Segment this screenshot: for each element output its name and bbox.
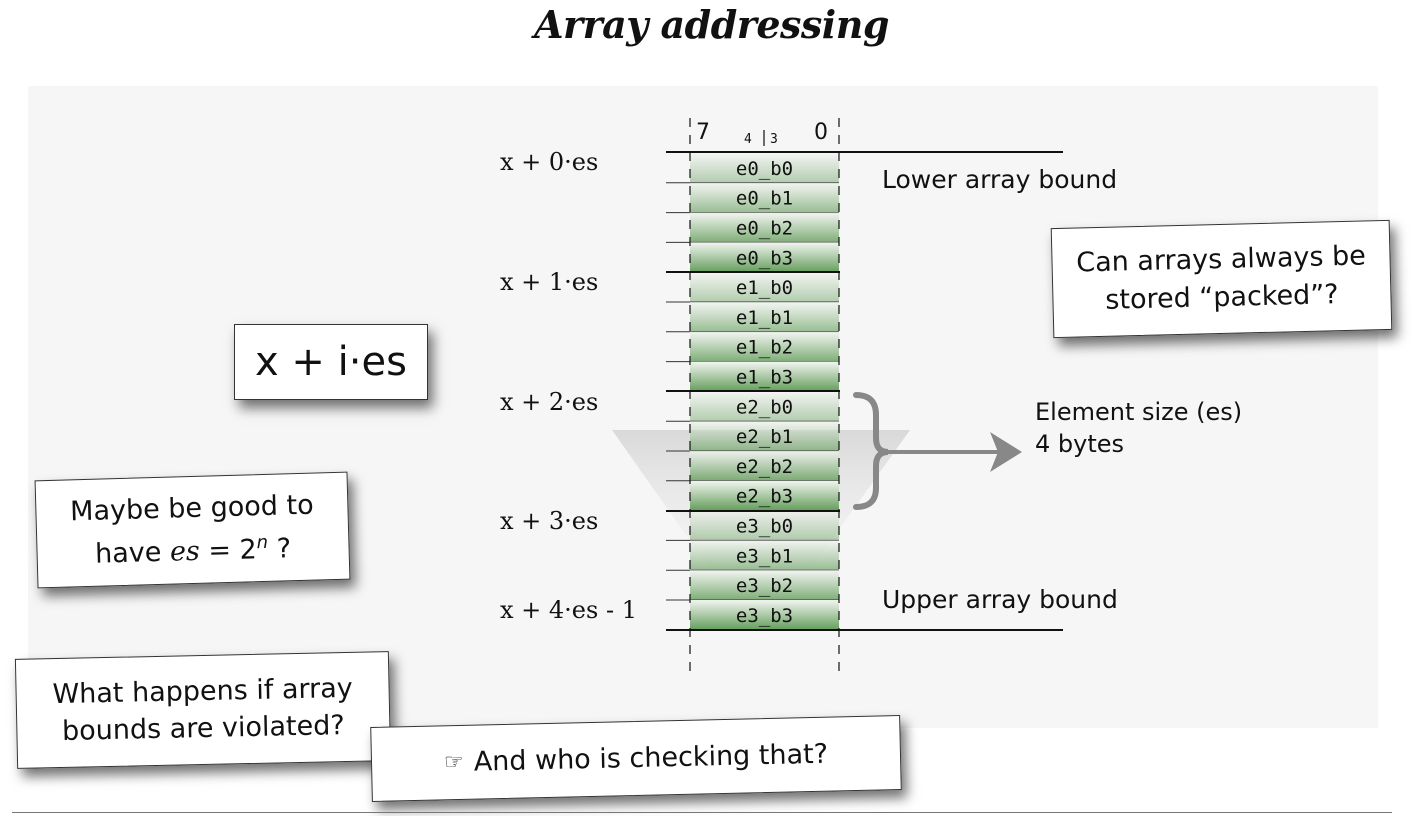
power-of-two-callout: Maybe be good to have es = 2n ? bbox=[34, 471, 351, 589]
memory-cell-e0_b3 bbox=[690, 242, 839, 273]
lower-bound-label: Lower array bound bbox=[882, 165, 1117, 194]
bounds-question-line1: What happens if array bbox=[52, 672, 354, 711]
memory-cell-label: e3_b0 bbox=[736, 516, 793, 538]
bit-label-4: 4 bbox=[744, 132, 752, 147]
address-label-4: x + 4·es - 1 bbox=[500, 596, 637, 624]
pointing-hand-icon: ☞ bbox=[443, 749, 465, 776]
memory-cell-e3_b2 bbox=[690, 570, 839, 600]
who-checks-callout: ☞ And who is checking that? bbox=[370, 714, 902, 803]
who-checks-text: And who is checking that? bbox=[473, 738, 829, 778]
memory-cell-label: e1_b3 bbox=[736, 367, 793, 389]
memory-cell-label: e2_b2 bbox=[736, 456, 793, 478]
memory-cell-e1_b3 bbox=[690, 361, 839, 392]
power-of-two-line2: have es = 2n ? bbox=[94, 524, 292, 572]
address-label-2: x + 2·es bbox=[500, 388, 598, 416]
power-of-two-exponent: n bbox=[256, 531, 269, 553]
packed-question-callout: Can arrays always be stored “packed”? bbox=[1050, 219, 1393, 339]
memory-cell-label: e2_b1 bbox=[736, 426, 793, 448]
memory-cell-e2_b0 bbox=[690, 391, 839, 422]
memory-cells: e0_b0 e0_b1 e0_b2 e0_b3 e1_b0 e1_b1 e1_b2 e1_b3… bbox=[666, 153, 839, 631]
bounds-question-callout: What happens if array bounds are violate… bbox=[14, 651, 392, 769]
memory-cell-label: e0_b0 bbox=[736, 158, 793, 180]
memory-cell-label: e0_b1 bbox=[736, 188, 793, 210]
memory-cell-label: e3_b1 bbox=[736, 545, 793, 567]
power-of-two-es: es bbox=[169, 535, 201, 568]
memory-cell-e2_b3 bbox=[690, 480, 839, 511]
power-of-two-eq: = 2 bbox=[199, 533, 258, 567]
memory-cell-label: e1_b1 bbox=[736, 307, 793, 329]
memory-cell-label: e3_b3 bbox=[736, 605, 793, 627]
memory-cell-label: e1_b2 bbox=[736, 337, 793, 359]
address-label-1: x + 1·es bbox=[500, 268, 598, 296]
memory-cell-e0_b2 bbox=[690, 212, 839, 243]
upper-bound-label: Upper array bound bbox=[882, 585, 1118, 614]
page-title: Array addressing bbox=[534, 2, 889, 47]
bit-label-7: 7 bbox=[696, 120, 710, 145]
memory-cell-e1_b0 bbox=[690, 272, 839, 302]
address-formula-box: x + i·es bbox=[234, 324, 428, 400]
address-label-0: x + 0·es bbox=[500, 148, 598, 176]
memory-cell-label: e2_b3 bbox=[736, 486, 793, 508]
memory-cell-e0_b0 bbox=[690, 153, 839, 183]
bit-label-3: 3 bbox=[770, 132, 778, 147]
bit-label-0: 0 bbox=[814, 120, 828, 145]
memory-cell-e2_b1 bbox=[690, 421, 839, 451]
address-label-3: x + 3·es bbox=[500, 507, 598, 535]
power-of-two-prefix: have bbox=[94, 536, 171, 570]
memory-cell-e3_b1 bbox=[690, 540, 839, 571]
address-formula: x + i·es bbox=[255, 339, 407, 385]
packed-question-line2: stored “packed”? bbox=[1104, 279, 1339, 316]
power-of-two-suffix: ? bbox=[267, 532, 292, 565]
element-size-label: Element size (es) bbox=[1035, 398, 1242, 426]
bottom-divider bbox=[12, 812, 1392, 813]
bounds-question-line2: bounds are violated? bbox=[61, 710, 345, 747]
memory-cell-label: e1_b0 bbox=[736, 277, 793, 299]
memory-cell-e0_b1 bbox=[690, 182, 839, 213]
memory-cell-e3_b0 bbox=[690, 510, 839, 541]
memory-cell-e1_b1 bbox=[690, 302, 839, 332]
memory-cell-label: e0_b3 bbox=[736, 247, 793, 269]
memory-cell-e3_b3 bbox=[690, 600, 839, 630]
memory-cell-label: e2_b0 bbox=[736, 396, 793, 418]
element-size-value: 4 bytes bbox=[1035, 430, 1124, 458]
memory-cell-label: e3_b2 bbox=[736, 575, 793, 597]
memory-cell-label: e0_b2 bbox=[736, 218, 793, 240]
memory-cell-e1_b2 bbox=[690, 331, 839, 362]
memory-cell-e2_b2 bbox=[690, 451, 839, 481]
